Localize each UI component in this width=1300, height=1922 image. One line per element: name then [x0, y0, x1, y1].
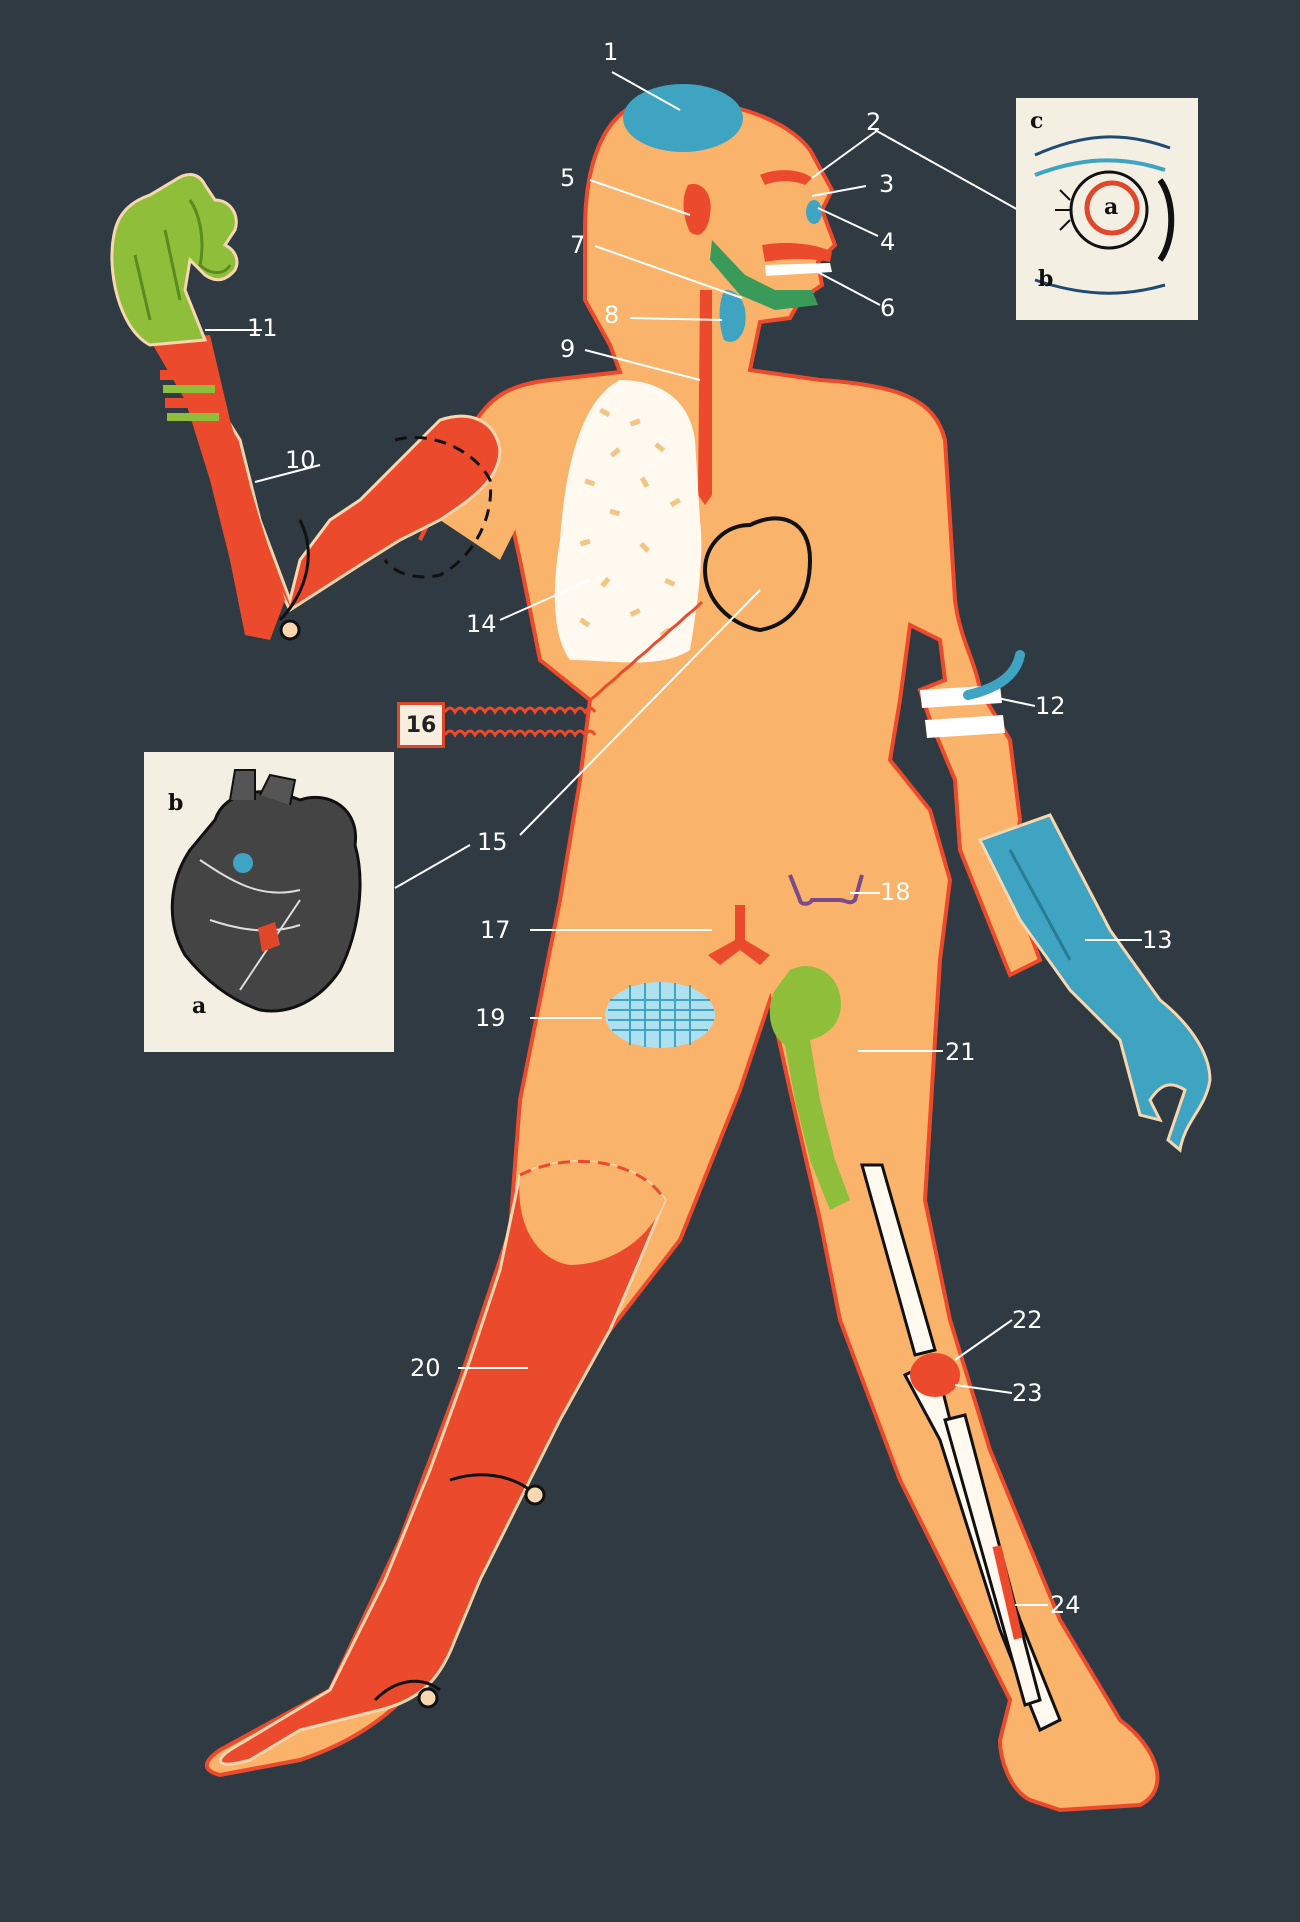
callout-6: 6: [880, 296, 895, 320]
right-arm-parts: [920, 655, 1210, 1150]
brain-region: [623, 84, 743, 152]
callout-10: 10: [285, 448, 316, 472]
callout-19: 19: [475, 1006, 506, 1030]
trachea: [698, 290, 712, 505]
callout-5: 5: [560, 166, 575, 190]
callout-8: 8: [604, 303, 619, 327]
eye-label-c: c: [1030, 110, 1043, 132]
eye-label-a: a: [1104, 196, 1118, 218]
callout-23: 23: [1012, 1381, 1043, 1405]
eye-label-b: b: [1038, 268, 1053, 290]
callout-16: 16: [397, 702, 445, 748]
callout-2: 2: [866, 110, 881, 134]
green-hand: [112, 175, 237, 345]
callout-3: 3: [879, 172, 894, 196]
callout-11: 11: [247, 316, 278, 340]
callout-7: 7: [570, 233, 585, 257]
callout-17: 17: [480, 918, 511, 942]
heart-label-a: a: [192, 995, 206, 1017]
callout-21: 21: [945, 1040, 976, 1064]
callout-1: 1: [603, 40, 618, 64]
heart-label-b: b: [168, 792, 183, 814]
callout-4: 4: [880, 230, 895, 254]
callout-24: 24: [1050, 1593, 1081, 1617]
prosthetic-arm: [150, 335, 500, 640]
callout-12: 12: [1035, 694, 1066, 718]
callout-20: 20: [410, 1356, 441, 1380]
callout-14: 14: [466, 612, 497, 636]
callout-9: 9: [560, 337, 575, 361]
callout-22: 22: [1012, 1308, 1043, 1332]
knee-joint: [910, 1353, 960, 1397]
callout-13: 13: [1142, 928, 1173, 952]
callout-15: 15: [477, 830, 508, 854]
prosthetic-leg: [220, 1161, 665, 1764]
callout-18: 18: [880, 880, 911, 904]
